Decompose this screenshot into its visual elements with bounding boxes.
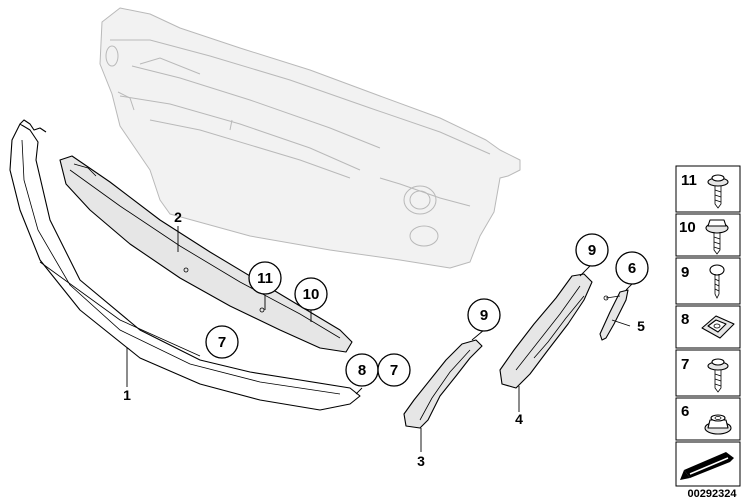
lower-trim-left: [403, 339, 483, 429]
callout-9-a: 9: [467, 298, 501, 332]
svg-text:8: 8: [681, 311, 689, 328]
part-labels: 1 2 3 4 5: [123, 209, 645, 469]
hex-collar-screw-icon: [705, 219, 729, 255]
screw-with-washer-icon: [707, 174, 729, 209]
svg-text:6: 6: [681, 403, 689, 420]
callout-11: 11: [248, 261, 282, 295]
callout-6: 6: [615, 251, 649, 285]
part-label-5: 5: [637, 318, 645, 334]
diagram-id: 00292324: [687, 488, 737, 500]
fastener-legend: 11 10 9: [675, 165, 741, 487]
callout-9-b: 9: [575, 233, 609, 267]
callout-10: 10: [294, 277, 328, 311]
legend-row-11: 11: [675, 165, 741, 213]
svg-text:9: 9: [681, 264, 689, 281]
legend-row-6: 6: [675, 397, 741, 441]
svg-text:11: 11: [257, 270, 273, 287]
svg-text:9: 9: [480, 307, 488, 324]
trim-right: [499, 273, 593, 389]
svg-text:11: 11: [681, 172, 697, 189]
small-bracket: [599, 289, 629, 341]
flange-screw-icon: [707, 358, 729, 393]
part-label-1: 1: [123, 387, 131, 403]
direction-arrow-icon: [680, 452, 734, 480]
svg-text:8: 8: [358, 362, 366, 379]
legend-row-9: 9: [675, 257, 741, 305]
svg-text:10: 10: [303, 286, 320, 303]
callout-8: 8: [345, 353, 379, 387]
legend-row-7: 7: [675, 349, 741, 397]
callout-7-b: 7: [377, 353, 411, 387]
callout-7-a: 7: [205, 325, 239, 359]
grommet-nut-icon: [704, 414, 732, 435]
support-bracket: [59, 155, 353, 353]
self-tapping-screw-icon: [709, 264, 725, 299]
svg-text:7: 7: [218, 334, 226, 351]
svg-text:10: 10: [679, 219, 696, 236]
part-label-4: 4: [515, 411, 523, 427]
svg-text:7: 7: [681, 356, 689, 373]
bumper-cover: [99, 7, 521, 269]
svg-text:9: 9: [588, 242, 596, 259]
clip-nut-icon: [701, 315, 735, 339]
lower-spoiler: [9, 119, 361, 411]
svg-text:6: 6: [628, 260, 636, 277]
part-label-3: 3: [417, 453, 425, 469]
legend-row-8: 8: [675, 305, 741, 349]
direction-arrow-box: [675, 441, 741, 487]
svg-text:7: 7: [390, 362, 398, 379]
legend-row-10: 10: [675, 213, 741, 257]
part-label-2: 2: [174, 209, 182, 225]
callouts: 11 10 7 8 7 9 9 6: [205, 233, 649, 387]
